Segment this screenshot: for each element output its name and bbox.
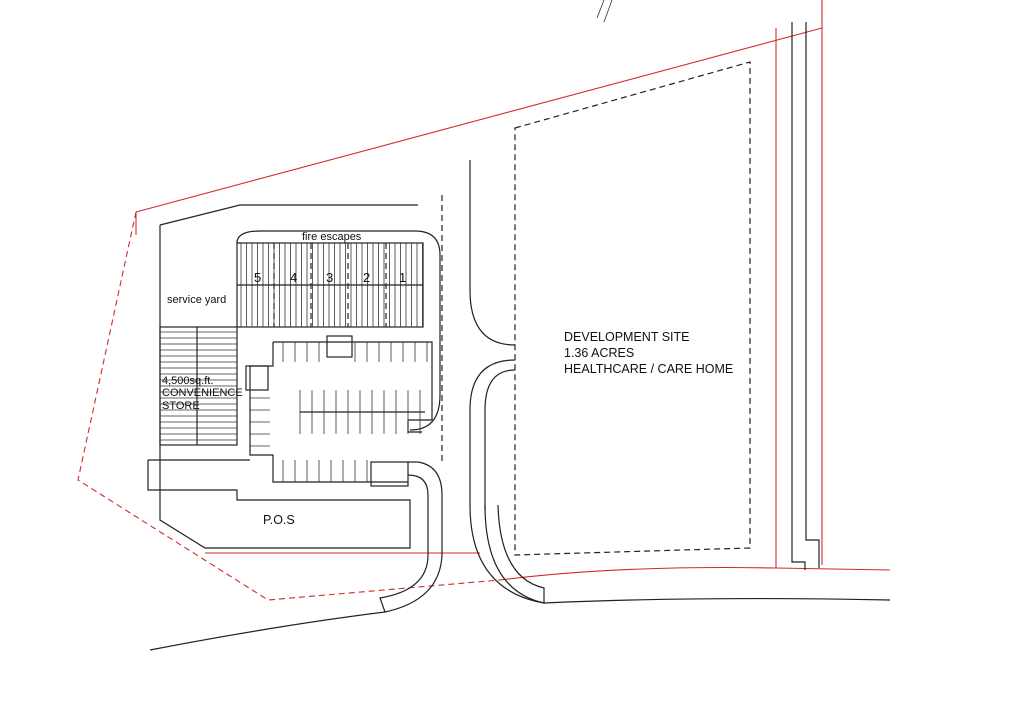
hatch-mark: [596, 0, 613, 23]
east-road: [791, 22, 820, 570]
site-outline: [147, 160, 891, 651]
unit-number: 2: [363, 270, 370, 285]
car-park: [245, 335, 433, 487]
dev-title: DEVELOPMENT SITE: [564, 330, 690, 344]
dev-use: HEALTHCARE / CARE HOME: [564, 362, 733, 376]
store-name-2: STORE: [162, 400, 200, 412]
unit-number: 1: [399, 270, 406, 285]
development-site: DEVELOPMENT SITE 1.36 ACRES HEALTHCARE /…: [514, 61, 751, 556]
unit-number: 4: [290, 270, 297, 285]
unit-number: 5: [254, 270, 261, 285]
ev-charger-bay: [326, 335, 353, 358]
store-size: 4,500sq.ft.: [162, 375, 213, 387]
service-yard-label: service yard: [167, 294, 226, 306]
dev-area: 1.36 ACRES: [564, 346, 634, 360]
fire-escapes-label: fire escapes: [302, 231, 362, 243]
unit-number: 3: [326, 270, 333, 285]
ev-charger-bay: [245, 365, 269, 391]
pos-label: P.O.S: [263, 513, 295, 527]
units-block: fire escapes 5 4 3 2 1: [236, 230, 441, 431]
convenience-store: 4,500sq.ft. CONVENIENCE STORE: [159, 326, 243, 446]
cycle-stand: [370, 461, 409, 487]
store-name-1: CONVENIENCE: [162, 387, 243, 399]
site-boundary: [77, 0, 891, 601]
